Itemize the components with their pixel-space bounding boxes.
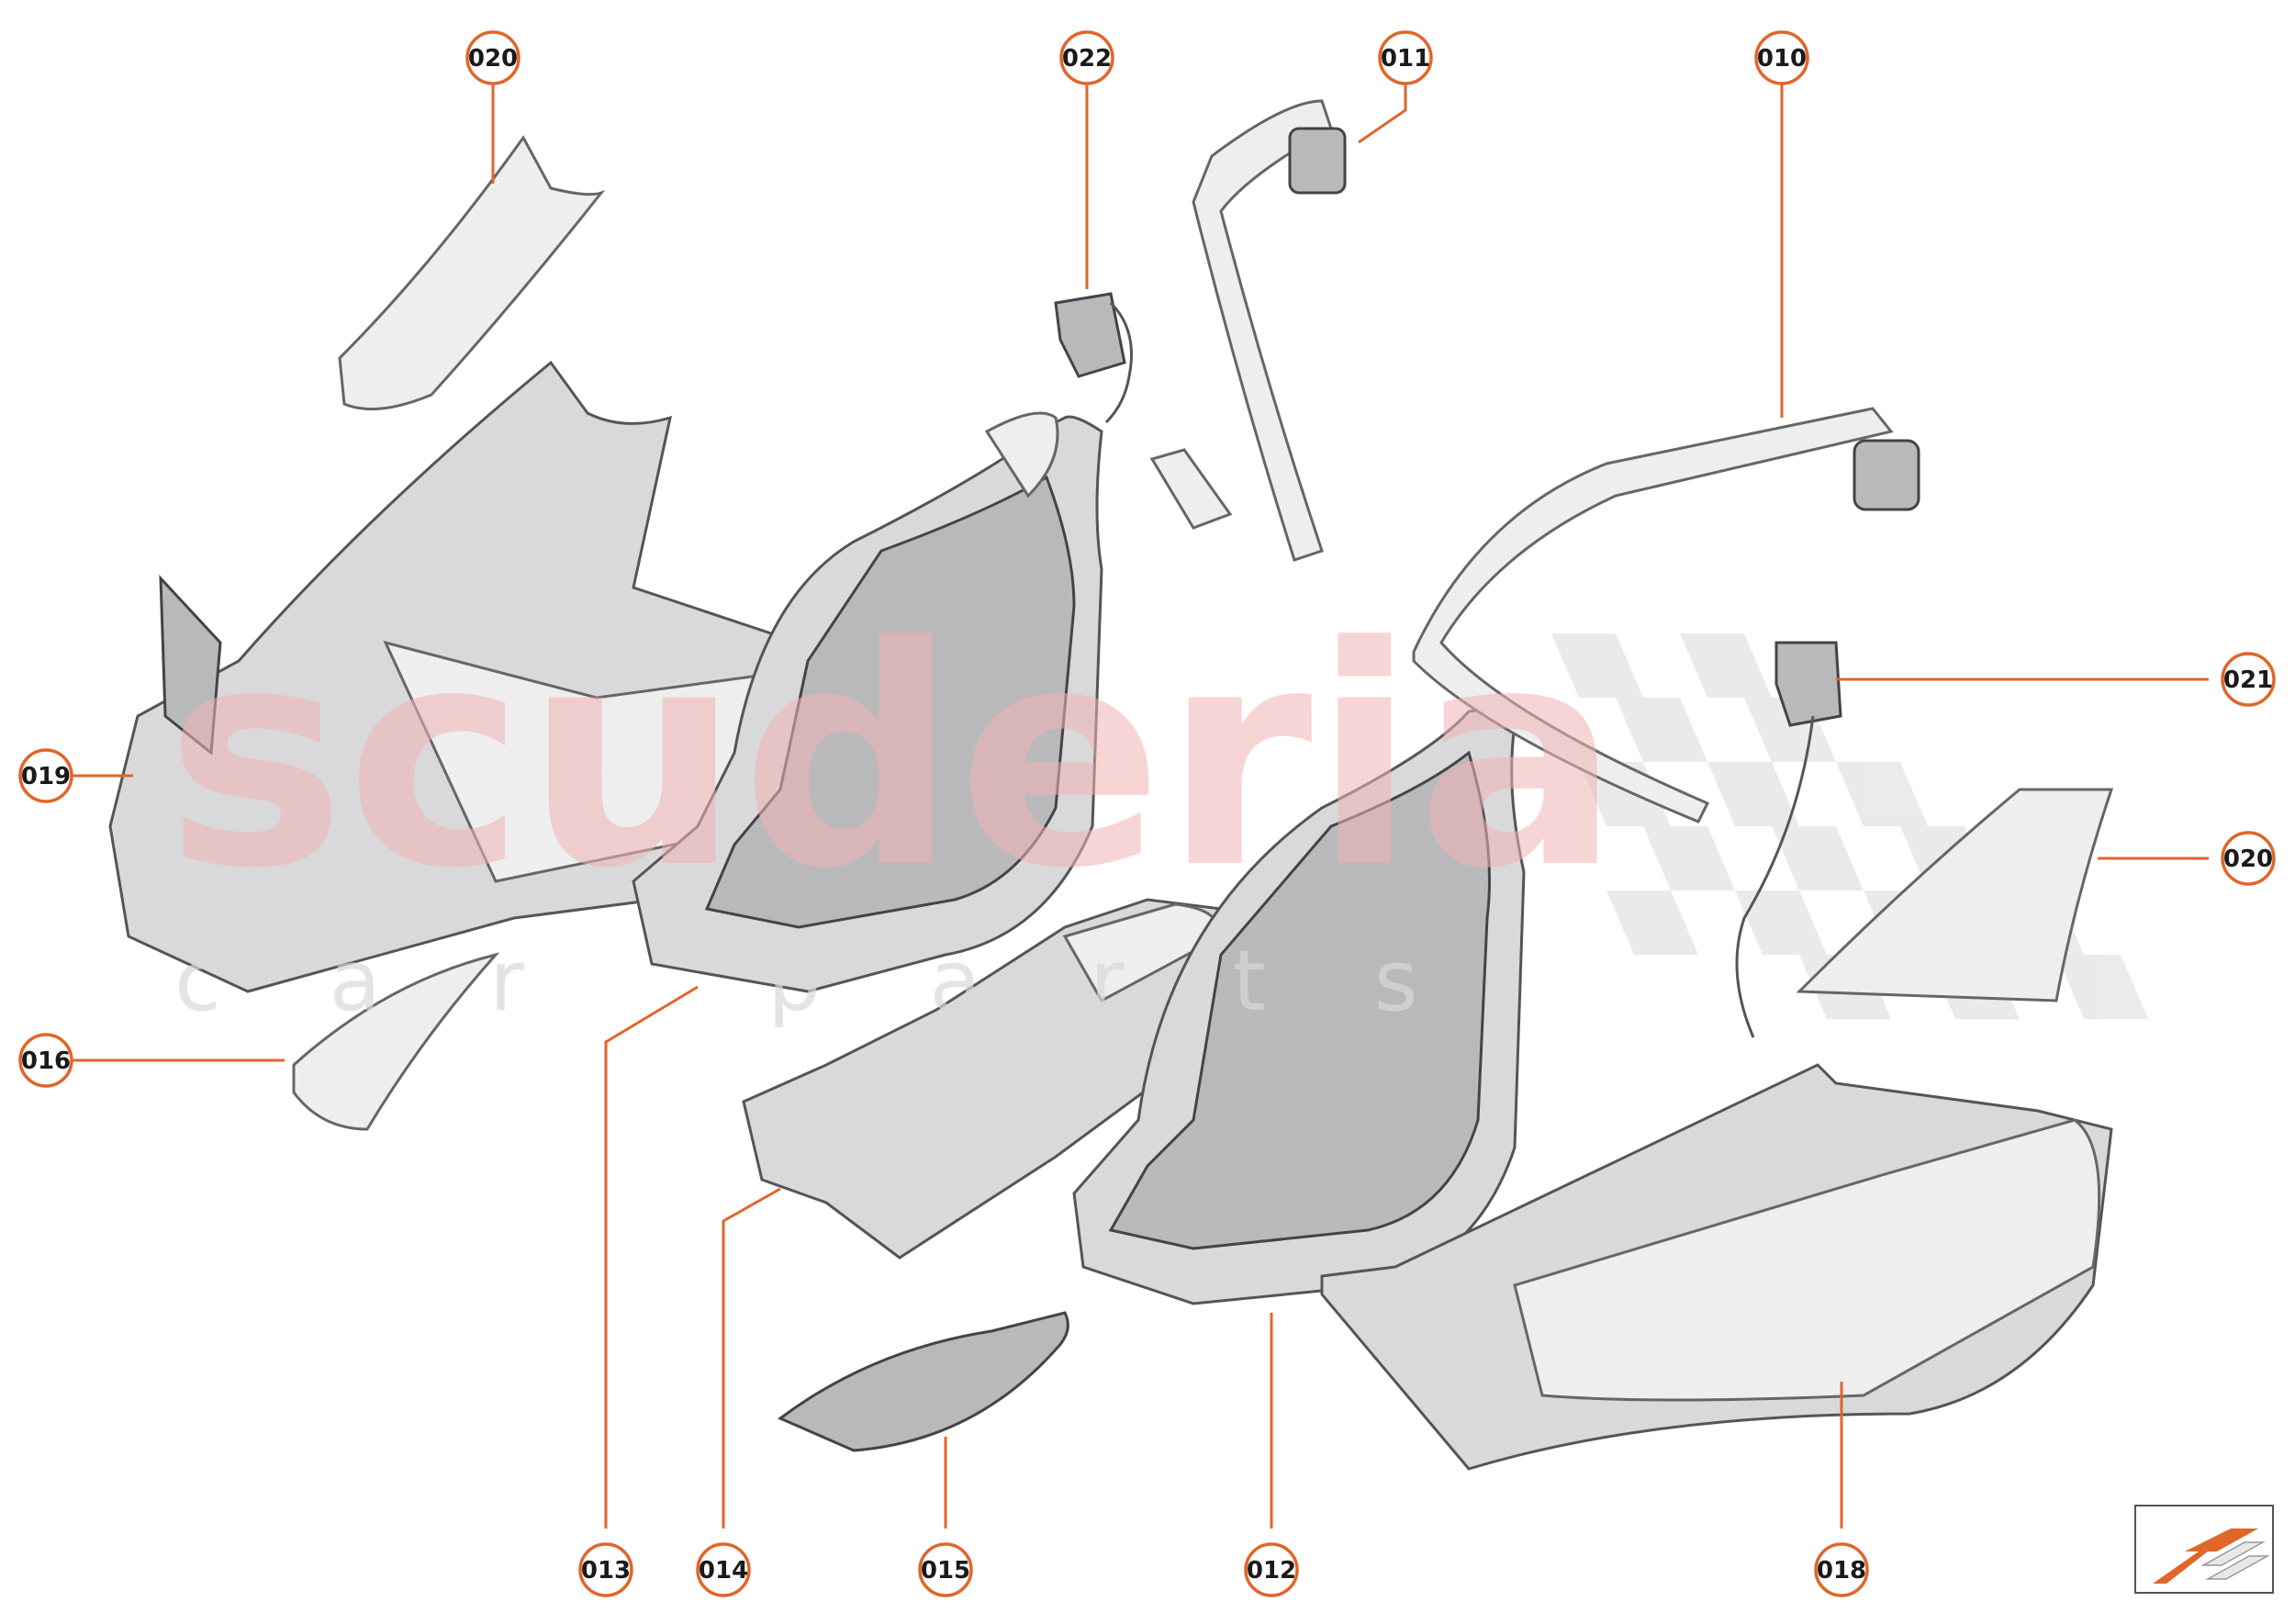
callout-011[interactable]: 011	[1378, 30, 1433, 85]
svg-text:022: 022	[1062, 45, 1112, 73]
buckle-cable-right	[1735, 715, 1815, 1038]
callout-022[interactable]: 022	[1059, 30, 1114, 85]
svg-text:020: 020	[468, 45, 518, 73]
svg-text:015: 015	[921, 1557, 970, 1585]
right-seat	[1072, 709, 1526, 1305]
buckle-bracket-right	[1774, 641, 1842, 727]
callout-019[interactable]: 019	[18, 748, 73, 803]
center-console	[742, 898, 1250, 1260]
callout-021[interactable]: 021	[2221, 652, 2276, 707]
callout-014[interactable]: 014	[696, 1542, 751, 1597]
seat-belt-left	[1149, 99, 1347, 562]
right-sill-panel	[1320, 1063, 2113, 1471]
trim-strip-top	[338, 135, 606, 411]
callout-010[interactable]: 010	[1754, 30, 1809, 85]
svg-text:019: 019	[21, 763, 71, 790]
trim-piece-right	[1796, 788, 2114, 1002]
svg-text:010: 010	[1757, 45, 1807, 73]
svg-text:014: 014	[699, 1557, 748, 1585]
lower-trim-piece	[778, 1311, 1069, 1452]
seat-belt-right	[1412, 407, 1920, 823]
callout-020-right[interactable]: 020	[2221, 831, 2276, 886]
buckle-bracket	[1054, 292, 1126, 378]
callout-012[interactable]: 012	[1244, 1542, 1299, 1597]
callout-020-top[interactable]: 020	[465, 30, 521, 85]
svg-text:013: 013	[581, 1557, 631, 1585]
svg-text:021: 021	[2223, 666, 2273, 694]
left-sill-panel	[108, 360, 856, 993]
callout-013[interactable]: 013	[578, 1542, 633, 1597]
callout-015[interactable]: 015	[918, 1542, 973, 1597]
svg-text:020: 020	[2223, 846, 2273, 873]
watermark-main: scuderia	[165, 582, 1621, 935]
left-seat	[632, 411, 1103, 993]
buckle-cable	[1104, 301, 1133, 424]
svg-text:011: 011	[1381, 45, 1430, 73]
front-direction-arrow-icon	[2134, 1505, 2274, 1594]
watermark-sub: car parts	[174, 932, 1527, 1030]
svg-text:012: 012	[1247, 1557, 1296, 1585]
callout-018[interactable]: 018	[1814, 1542, 1869, 1597]
svg-text:018: 018	[1817, 1557, 1866, 1585]
callout-016[interactable]: 016	[18, 1033, 73, 1088]
small-trim-piece	[292, 952, 500, 1131]
svg-text:016: 016	[21, 1047, 71, 1075]
leader-lines	[72, 81, 2209, 1529]
